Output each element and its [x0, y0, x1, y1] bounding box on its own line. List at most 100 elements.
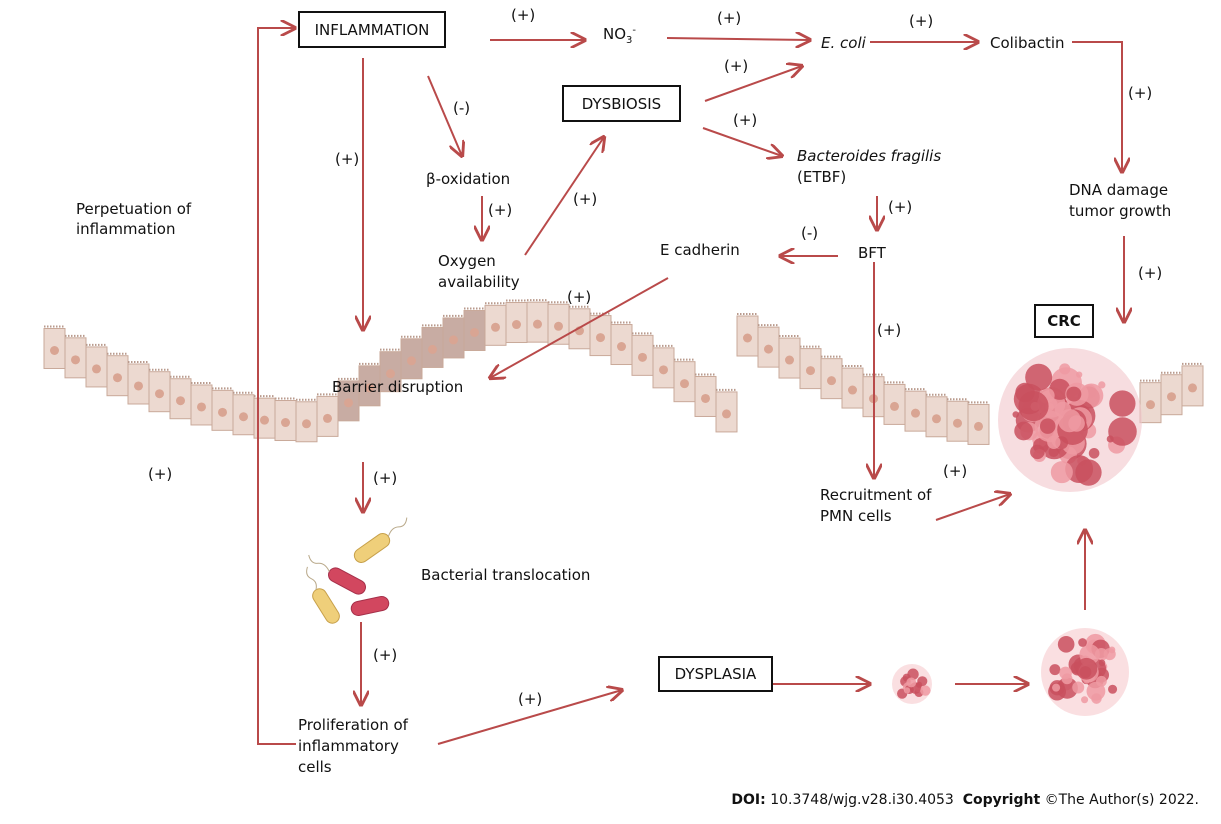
dysplasia-label: DYSPLASIA	[674, 665, 757, 683]
doi-label: DOI:	[731, 792, 766, 808]
epithelial-cell	[64, 334, 87, 379]
recruitment-label-2: PMN cells	[820, 507, 892, 525]
epithelial-cell	[190, 381, 213, 426]
dysbiosis-label: DYSBIOSIS	[581, 94, 662, 113]
sign-inflammation-barrier: (+)	[335, 150, 360, 168]
bacterial-translocation-label: Bacterial translocation	[421, 566, 591, 584]
sign-ecoli-colibactin: (+)	[909, 12, 934, 30]
epithelial-cell	[694, 373, 717, 417]
epithelial-cell	[295, 398, 318, 443]
epithelial-cell	[925, 393, 948, 438]
epithelium-layer	[43, 299, 1204, 445]
proliferation-label-1: Proliferation of	[298, 716, 408, 734]
bacterium-yellow-2	[306, 566, 340, 624]
copyright-value: ©The Author(s) 2022.	[1044, 792, 1199, 808]
no3-label: NO3-	[603, 21, 636, 50]
arrow-ecadherin-barrier	[490, 277, 669, 378]
epithelial-cell	[274, 397, 297, 442]
arrow-perpetuation-loop	[257, 28, 296, 745]
epithelial-cell	[778, 335, 801, 379]
arrow-proliferation-dysplasia	[437, 690, 622, 745]
inflammation-box: INFLAMMATION	[298, 11, 446, 48]
etbf-label: (ETBF)	[797, 168, 847, 186]
epithelial-cell	[757, 324, 780, 368]
epithelial-cell	[484, 302, 507, 346]
dysbiosis-box: DYSBIOSIS	[562, 85, 681, 122]
epithelial-cell	[232, 391, 255, 436]
oxygen-label-1: Oxygen	[438, 252, 496, 270]
bacteria-cluster	[306, 517, 408, 624]
sign-oxygen-dysbiosis: (+)	[573, 190, 598, 208]
epithelial-cell	[211, 387, 234, 431]
epithelial-cell	[85, 343, 108, 388]
no3-superscript: -	[632, 25, 637, 36]
perpetuation-label-2: inflammation	[76, 220, 176, 238]
e-cadherin-label: E cadherin	[660, 241, 740, 259]
epithelial-cell	[547, 301, 570, 345]
proliferation-label-3: cells	[298, 758, 332, 776]
epithelial-cell	[883, 381, 906, 425]
sign-perpetuation-left: (+)	[148, 465, 173, 483]
ecoli-label: E. coli	[821, 34, 866, 52]
sign-recruitment-crc: (+)	[943, 462, 968, 480]
crc-tumor-image	[998, 348, 1142, 492]
no3-text: NO	[603, 25, 627, 43]
perpetuation-label-1: Perpetuation of	[76, 200, 192, 218]
epithelial-cell	[841, 365, 864, 409]
epithelial-cell	[967, 401, 990, 445]
no3-subscript: 3	[626, 35, 633, 46]
epithelial-cell	[148, 368, 171, 413]
epithelial-cell	[904, 388, 927, 432]
dna-damage-label-2: tumor growth	[1069, 202, 1172, 220]
bacterium-red-1	[308, 554, 366, 595]
epithelial-cell	[715, 388, 738, 433]
arrow-no3-ecoli	[666, 38, 810, 40]
arrow-colibactin-dna	[1072, 41, 1122, 172]
sign-bacteroides-bft: (+)	[888, 198, 913, 216]
epithelial-cell	[43, 325, 66, 370]
copyright-label: Copyright	[962, 792, 1041, 808]
sign-proliferation-dysplasia: (+)	[518, 690, 543, 708]
sign-bft-ecadherin: (-)	[801, 224, 819, 242]
dysplasia-nodule-image	[892, 664, 932, 704]
sign-translocation-proliferation: (+)	[373, 646, 398, 664]
epithelial-cell	[610, 321, 633, 366]
epithelial-cell	[820, 355, 843, 400]
sign-beta-oxygen: (+)	[488, 201, 513, 219]
epithelial-cell	[127, 360, 150, 405]
epithelial-cell	[400, 335, 423, 380]
sign-dysbiosis-ecoli: (+)	[724, 57, 749, 75]
arrow-inflammation-beta	[427, 75, 462, 156]
bacteroides-label: Bacteroides fragilis	[797, 147, 942, 165]
crc-label: CRC	[1047, 312, 1081, 330]
epithelial-cell	[358, 362, 381, 407]
arrows-layer	[257, 28, 1124, 745]
epithelial-cell	[421, 324, 444, 368]
dysplasia-box: DYSPLASIA	[658, 656, 773, 692]
epithelial-cell	[505, 299, 528, 344]
recruitment-label-1: Recruitment of	[820, 486, 932, 504]
epithelial-cell	[799, 345, 822, 390]
oxygen-label-2: availability	[438, 273, 520, 291]
sign-dysbiosis-bacteroides: (+)	[733, 111, 758, 129]
epithelial-cell	[631, 332, 654, 376]
doi-footer: DOI: 10.3748/wjg.v28.i30.4053 Copyright …	[731, 792, 1199, 808]
sign-dna-crc: (+)	[1138, 264, 1163, 282]
arrow-oxygen-dysbiosis	[524, 137, 604, 256]
sign-barrier-translocation: (+)	[373, 469, 398, 487]
proliferation-label-2: inflammatory	[298, 737, 399, 755]
sign-inflammation-beta: (-)	[453, 99, 471, 117]
epithelial-cell	[652, 344, 675, 389]
barrier-disruption-label: Barrier disruption	[332, 378, 464, 396]
inflammation-label: INFLAMMATION	[314, 20, 430, 39]
epithelial-cell	[1160, 371, 1183, 416]
epithelial-cell	[946, 398, 969, 442]
epithelial-cell	[463, 307, 486, 351]
arrow-recruitment-crc	[935, 494, 1010, 521]
epithelial-cell	[169, 375, 192, 420]
epithelial-cell	[316, 393, 339, 437]
bacterium-red-2	[350, 596, 390, 616]
beta-oxidation-label: β-oxidation	[426, 170, 511, 188]
